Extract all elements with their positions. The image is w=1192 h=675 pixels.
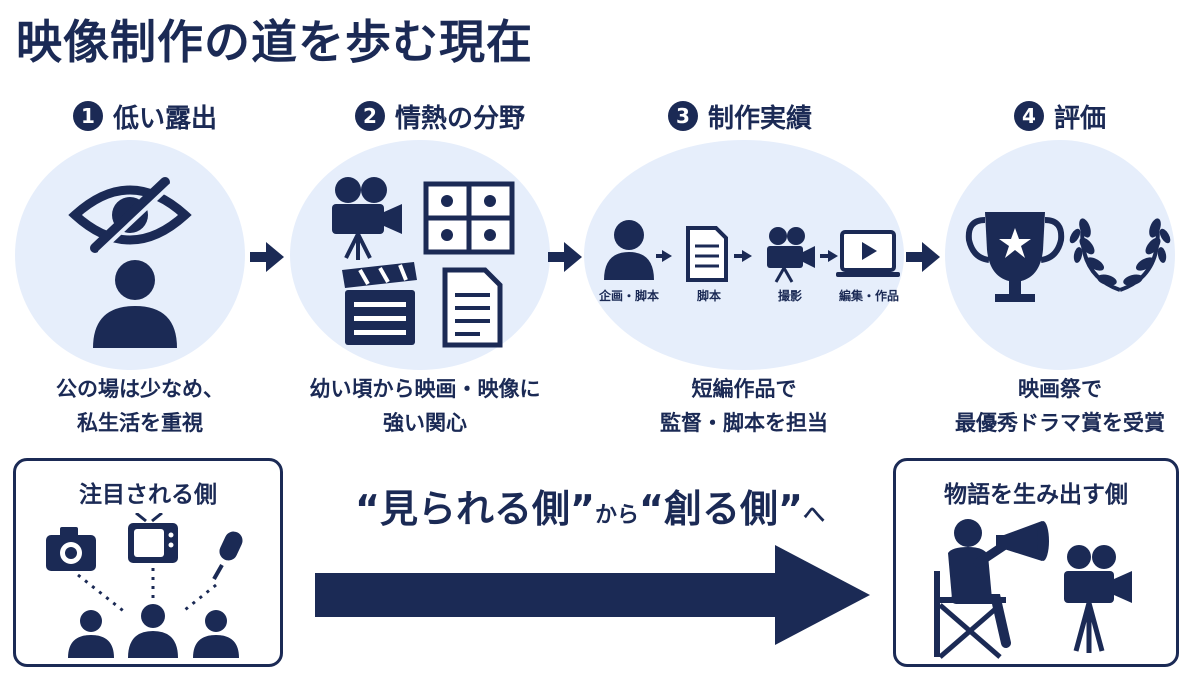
step-4-circle [945, 140, 1175, 370]
person-icon [93, 260, 177, 348]
step-2-desc-line2: 強い関心 [383, 411, 467, 435]
arrow-right-icon [548, 242, 582, 272]
step-3-title: 制作実績 [707, 103, 812, 134]
film-camera-icon [332, 177, 402, 260]
step-4-description: 映画祭で 最優秀ドラマ賞を受賞 [940, 372, 1180, 440]
step-4-desc-line2: 最優秀ドラマ賞を受賞 [955, 411, 1165, 435]
step-3-desc-line2: 監督・脚本を担当 [660, 411, 828, 435]
slogan-part2: “創る側” [639, 487, 803, 531]
tv-icon [128, 513, 178, 563]
step-4-number: 4 [1013, 101, 1044, 131]
step-3-header: 3 制作実績 [620, 96, 860, 136]
flow-label-shooting: 撮影 [777, 289, 802, 303]
flow-label-script: 脚本 [696, 289, 721, 303]
step-1-description: 公の場は少なめ、 私生活を重視 [20, 372, 260, 440]
right-box-creator-side: 物語を生み出す側 [893, 458, 1179, 667]
step-2-title: 情熱の分野 [394, 103, 525, 134]
camera-icon [46, 527, 96, 571]
laurel-wreath-icon [1069, 218, 1171, 292]
step-1-desc-line1: 公の場は少なめ、 [56, 377, 224, 401]
arrow-right-icon [828, 250, 838, 262]
eye-slash-icon [68, 177, 192, 254]
audience-icon [68, 604, 239, 658]
storyboard-icon [423, 181, 515, 255]
left-box-watched-side: 注目される側 [13, 458, 283, 667]
left-box-title: 注目される側 [79, 482, 217, 508]
microphone-icon [212, 531, 243, 580]
slogan-middle: から [594, 503, 639, 528]
right-box-title: 物語を生み出す側 [944, 482, 1128, 508]
dotted-lines [77, 568, 217, 615]
flow-label-editing: 編集・作品 [838, 289, 899, 303]
step-2-number: 2 [354, 101, 385, 131]
document-icon [686, 226, 728, 282]
step-1-desc-line2: 私生活を重視 [77, 411, 203, 435]
arrow-right-icon [662, 250, 672, 262]
clapperboard-icon [342, 262, 417, 345]
step-1-circle [15, 140, 245, 370]
step-3-number: 3 [667, 101, 698, 131]
step-3-description: 短編作品で 監督・脚本を担当 [604, 372, 884, 440]
step-1-number: 1 [72, 101, 103, 131]
monitor-play-icon [836, 230, 900, 277]
arrow-right-icon [250, 242, 284, 272]
step-2-header: 2 情熱の分野 [300, 96, 580, 136]
film-camera-icon [1064, 545, 1132, 653]
person-icon [604, 220, 654, 280]
step-4-desc-line1: 映画祭で [1018, 377, 1102, 401]
slogan-end: へ [802, 503, 825, 528]
step-2-description: 幼い頃から映画・映像に 強い関心 [285, 372, 565, 440]
megaphone-icon [996, 521, 1049, 561]
flow-label-planning: 企画・脚本 [598, 289, 659, 303]
step-1-header: 1 低い露出 [30, 96, 260, 136]
trophy-icon [965, 212, 1065, 302]
arrow-right-icon [906, 242, 940, 272]
step-3-circle [584, 140, 904, 370]
arrow-right-icon [742, 250, 752, 262]
document-icon [442, 267, 503, 348]
step-4-title: 評価 [1053, 103, 1106, 134]
slogan-part1: “見られる側” [355, 487, 595, 531]
film-camera-icon [767, 227, 815, 283]
step-2-desc-line1: 幼い頃から映画・映像に [309, 377, 541, 401]
step-4-header: 4 評価 [945, 96, 1175, 136]
step-2-circle [290, 140, 550, 370]
step-1-title: 低い露出 [112, 103, 217, 134]
step-3-desc-line1: 短編作品で [691, 377, 797, 401]
page-title: 映像制作の道を歩む現在 [16, 15, 533, 69]
slogan: “見られる側”から“創る側”へ [305, 478, 875, 533]
big-arrow-right-icon [315, 545, 870, 645]
